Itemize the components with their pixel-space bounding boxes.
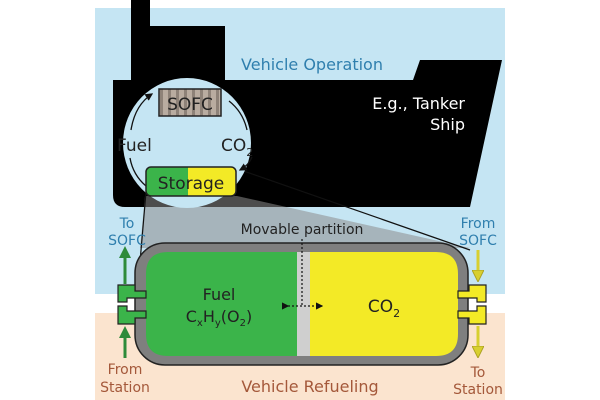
ship-label-line1: E.g., Tanker [372, 94, 465, 113]
movable-partition [297, 252, 310, 356]
storage-box [145, 166, 237, 197]
right-nozzles [457, 284, 487, 325]
fuel-arrow [130, 93, 154, 131]
sofc-label: SOFC [167, 95, 213, 115]
partition-label: Movable partition [241, 222, 364, 238]
fuel-arc-lower [129, 157, 147, 187]
co2-arrow [238, 156, 253, 171]
sofc-box [158, 88, 222, 117]
storage-label: Storage [158, 174, 225, 194]
ship-label-line2: Ship [430, 115, 465, 134]
fuel-compartment [146, 252, 297, 356]
cycle-co2-label: CO2 [221, 136, 253, 159]
storage-box-co2 [188, 167, 236, 196]
tank-co2-label: CO2 [368, 297, 400, 320]
zoom-line-left [139, 191, 147, 263]
tank-fuel-label: Fuel [203, 285, 236, 304]
zoom-line-right [234, 167, 471, 251]
zoom-projection [140, 196, 470, 248]
left-nozzles [117, 284, 147, 325]
vehicle-refueling-label: Vehicle Refueling [241, 377, 378, 396]
tank-fuel-formula: CxHy(O2) [186, 307, 253, 329]
cycle-fuel-label: Fuel [117, 136, 152, 156]
co2-arc-upper [228, 100, 248, 131]
co2-compartment [310, 252, 458, 356]
vehicle-operation-label: Vehicle Operation [241, 55, 383, 74]
